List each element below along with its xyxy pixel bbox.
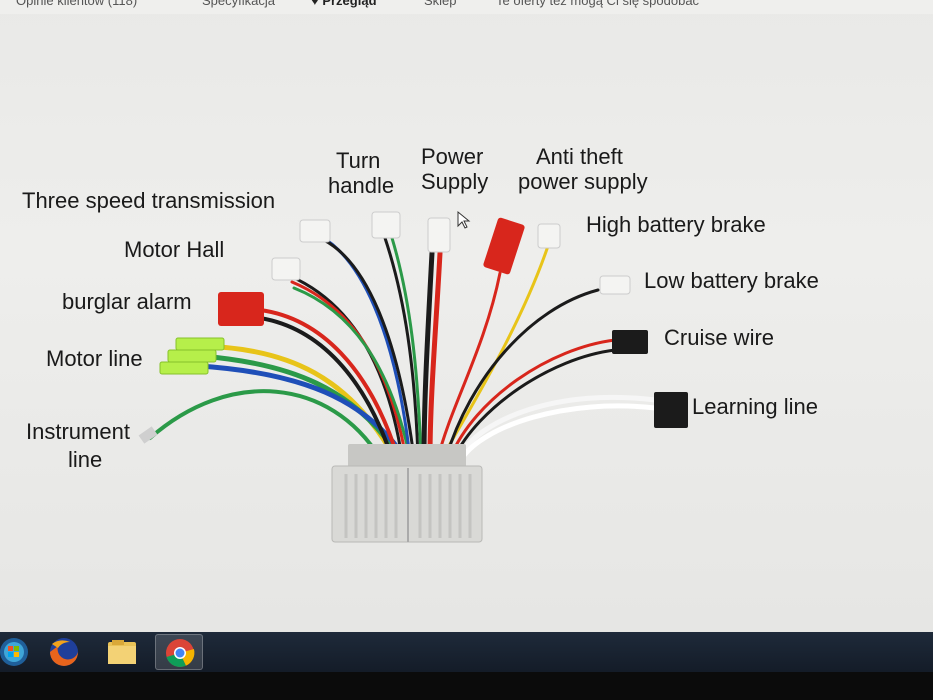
- label-power-supply-line1: Power: [421, 144, 484, 169]
- tab-specification[interactable]: Specyfikacja: [202, 0, 275, 8]
- label-high-battery-brake: High battery brake: [586, 212, 766, 237]
- taskbar-file-explorer[interactable]: [98, 634, 146, 670]
- taskbar-chrome[interactable]: [155, 634, 203, 670]
- firefox-icon: [50, 638, 78, 666]
- tab-recommended[interactable]: Te oferty też mogą Ci się spodobać: [496, 0, 700, 8]
- label-instrument-line2: line: [68, 447, 103, 472]
- label-anti-theft-line1: Anti theft: [536, 144, 623, 169]
- chrome-icon: [166, 639, 195, 667]
- label-motor-line: Motor line: [46, 346, 143, 371]
- label-turn-handle-line2: handle: [328, 173, 395, 198]
- windows-taskbar: [0, 632, 933, 672]
- browser-tab-nav: Opinie klientów (118) Specyfikacja ♥ Prz…: [0, 0, 933, 14]
- monitor-bezel: [0, 672, 933, 700]
- windows-start-icon: [0, 638, 28, 666]
- label-turn-handle-line1: Turn: [336, 148, 381, 173]
- monitor-screen: Opinie klientów (118) Specyfikacja ♥ Prz…: [0, 0, 933, 632]
- wiring-illustration: [138, 210, 688, 543]
- tab-shop[interactable]: Sklep: [424, 0, 457, 8]
- label-low-battery-brake: Low battery brake: [644, 268, 819, 293]
- label-burglar-alarm: burglar alarm: [62, 289, 192, 314]
- label-motor-hall: Motor Hall: [124, 237, 225, 262]
- taskbar-firefox[interactable]: [40, 634, 88, 670]
- label-instrument-line1: Instrument: [26, 419, 130, 444]
- start-button[interactable]: [0, 634, 48, 670]
- label-power-supply-line2: Supply: [421, 169, 489, 194]
- label-cruise-wire: Cruise wire: [664, 325, 775, 350]
- file-explorer-icon: [108, 640, 136, 664]
- tab-opinions[interactable]: Opinie klientów (118): [16, 0, 138, 8]
- label-three-speed-transmission: Three speed transmission: [22, 188, 276, 213]
- controller-wiring-diagram: Three speed transmission Turn handle Pow…: [0, 48, 933, 608]
- tab-overview[interactable]: ♥ Przegląd: [311, 0, 377, 8]
- label-learning-line: Learning line: [692, 394, 818, 419]
- label-anti-theft-line2: power supply: [518, 169, 648, 194]
